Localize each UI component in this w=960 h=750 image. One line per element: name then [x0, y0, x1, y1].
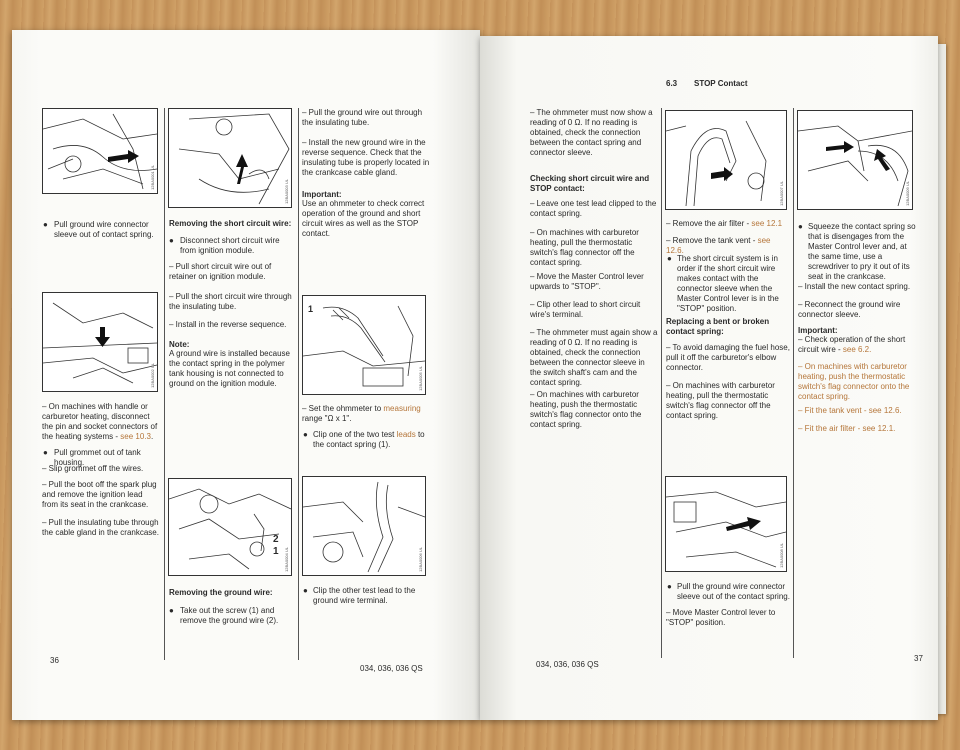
- r-col3-b1: Squeeze the contact spring so that is di…: [808, 222, 916, 281]
- r-col2-s2: – Remove the tank vent - see 12.6.: [666, 236, 771, 255]
- col2-s2: – Pull the short circuit wire through th…: [169, 292, 292, 311]
- r-col1-s3: – On machines with carburetor heating, p…: [530, 228, 639, 267]
- column-divider: [793, 108, 794, 658]
- note-title: Note:: [169, 340, 190, 349]
- right-page: 6.3 STOP Contact – The ohmmeter must now…: [480, 36, 938, 720]
- r-col2-s4: – On machines with carburetor heating, p…: [666, 381, 775, 420]
- column-divider: [298, 108, 299, 660]
- r-col1-s4: – Move the Master Control lever upwards …: [530, 272, 644, 291]
- section-number: 6.3: [666, 79, 678, 88]
- col2-s3: – Install in the reverse sequence.: [169, 320, 287, 329]
- r-col1-s5: – Clip other lead to short circuit wire'…: [530, 300, 641, 319]
- r-col2-s3: – To avoid damaging the fuel hose, pull …: [666, 343, 790, 372]
- fig-label-2: 2: [273, 534, 279, 545]
- r-col1-s7: – On machines with carburetor heating, p…: [530, 390, 642, 429]
- important-text: Use an ohmmeter to check correct operati…: [302, 199, 425, 238]
- r-col3-s5: – Fit the tank vent - see 12.6.: [798, 406, 902, 415]
- r-col3-s3: – Check operation of the short circuit w…: [798, 335, 906, 354]
- col2-b1: Disconnect short circuit wire from ignit…: [180, 236, 280, 255]
- r-col1-s6: – The ohmmeter must again show a reading…: [530, 328, 658, 387]
- r-col3-s2: – Reconnect the ground wire connector sl…: [798, 300, 901, 319]
- heading-checking-short-circuit: Checking short circuit wire and STOP con…: [530, 174, 650, 193]
- col2-s1: – Pull short circuit wire out of retaine…: [169, 262, 272, 281]
- section-title: STOP Contact: [694, 79, 748, 88]
- r-col2-b1: The short circuit system is in order if …: [677, 254, 779, 313]
- page-stack-edge: [936, 44, 946, 714]
- figure-short-circuit-wire: 12BA0003 UL: [168, 108, 292, 208]
- important-title: Important:: [302, 190, 342, 199]
- right-footer-model: 034, 036, 036 QS: [536, 660, 599, 669]
- fig1-caption: Pull ground wire connector sleeve out of…: [54, 220, 154, 239]
- r-col3-s1: – Install the new contact spring.: [798, 282, 911, 291]
- col3-b1: Clip one of the two test leads to the co…: [313, 430, 425, 449]
- left-page: 12BA0001 UL ● Pull ground wire connector…: [12, 30, 480, 720]
- step4-text: – Pull the boot off the spark plug and r…: [42, 480, 157, 509]
- col3-s3: – Set the ohmmeter to measuring range "Ω…: [302, 404, 421, 423]
- column-divider: [164, 108, 165, 660]
- heading-removing-ground-wire: Removing the ground wire:: [169, 588, 273, 597]
- r-col3-s6: – Fit the air filter - see 12.1.: [798, 424, 896, 433]
- r-col3-s4: – On machines with carburetor heating, p…: [798, 362, 910, 401]
- r-col1-s2: – Leave one test lead clipped to the con…: [530, 199, 657, 218]
- left-footer-model: 034, 036, 036 QS: [360, 664, 423, 673]
- fig-label-1: 1: [273, 546, 279, 557]
- heading-replacing-contact-spring: Replacing a bent or broken contact sprin…: [666, 317, 770, 336]
- col3-b2: Clip the other test lead to the ground w…: [313, 586, 416, 605]
- col3-s2: – Install the new ground wire in the rev…: [302, 138, 430, 177]
- figure-connector-sleeve: 12BA0001 UL: [42, 108, 158, 194]
- column-divider: [661, 108, 662, 658]
- right-page-number: 37: [914, 654, 923, 663]
- figure-ground-wire-screw: 2 1 12BA0004 UL: [168, 478, 292, 576]
- step1-text: – On machines with handle or carburetor …: [42, 402, 158, 441]
- figure-pull-ground-wire: 12BA0008 UL: [665, 476, 787, 572]
- heading-removing-short-circuit-wire: Removing the short circuit wire:: [169, 219, 292, 228]
- figure-contact-spring-clip: 1 12BA0005 UL: [302, 295, 426, 395]
- r-col2-b2: Pull the ground wire connector sleeve ou…: [677, 582, 790, 601]
- col2-b2: Take out the screw (1) and remove the gr…: [180, 606, 279, 625]
- col3-s1: – Pull the ground wire out through the i…: [302, 108, 423, 127]
- step5-text: – Pull the insulating tube through the c…: [42, 518, 159, 537]
- figure-ground-wire-terminal: 12BA0006 UL: [302, 476, 426, 576]
- step3-text: – Slip grommet off the wires.: [42, 464, 144, 473]
- left-page-number: 36: [50, 656, 59, 665]
- figure-squeeze-contact-spring: 12BA0009 UL: [797, 110, 913, 210]
- r-important-title: Important:: [798, 326, 838, 335]
- note-text: A ground wire is installed because the c…: [169, 349, 290, 388]
- figure-connector-sleeve-contact: 12BA0007 UL: [665, 110, 787, 210]
- step2-text: Pull grommet out of tank housing.: [54, 448, 141, 467]
- r-col2-s5: – Move Master Control lever to "STOP" po…: [666, 608, 776, 627]
- r-col1-s1: – The ohmmeter must now show a reading o…: [530, 108, 653, 157]
- r-col2-s1: – Remove the air filter - see 12.1: [666, 219, 783, 228]
- fig-label-1: 1: [308, 304, 314, 314]
- figure-grommet: 12BA0002 UL: [42, 292, 158, 392]
